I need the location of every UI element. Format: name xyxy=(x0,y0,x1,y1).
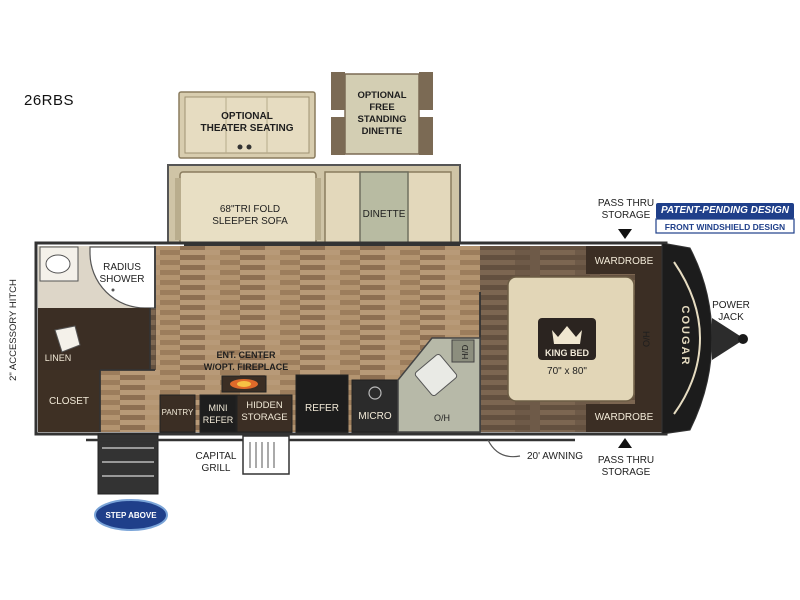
label-wardrobe-top: WARDROBE xyxy=(594,256,654,267)
label-micro: MICRO xyxy=(358,411,392,422)
bedroom xyxy=(507,246,662,432)
label-optional-dinette: OPTIONAL FREE STANDING DINETTE xyxy=(357,90,407,137)
optional-dinette xyxy=(331,72,433,155)
label-dinette: DINETTE xyxy=(362,209,406,220)
entry-steps xyxy=(97,433,159,495)
label-brand: COUGAR xyxy=(679,305,691,367)
label-pass-thru-bottom: PASS THRU STORAGE xyxy=(597,455,655,478)
label-pass-thru-top: PASS THRU STORAGE xyxy=(597,198,655,221)
optional-theater-seating xyxy=(178,91,316,159)
arrow-up-icon xyxy=(618,438,632,448)
label-king-bed: KING BED xyxy=(544,348,589,358)
capital-grill xyxy=(242,435,290,475)
label-patent-line2: FRONT WINDSHIELD DESIGN xyxy=(664,222,786,232)
label-radius-shower: RADIUS SHOWER xyxy=(99,262,145,285)
model-number: 26RBS xyxy=(24,92,75,109)
label-linen: LINEN xyxy=(44,353,72,363)
label-step-above-badge: STEP ABOVE xyxy=(105,511,157,520)
label-oh: O/H xyxy=(433,413,450,423)
label-optional-theater: OPTIONAL THEATER SEATING xyxy=(200,111,294,134)
tongue xyxy=(712,318,748,360)
slide-out xyxy=(167,164,461,246)
label-bed-ho: H/O xyxy=(641,330,651,347)
label-patent-line1: PATENT-PENDING DESIGN xyxy=(661,205,789,216)
label-awning: 20' AWNING xyxy=(527,451,583,462)
label-bed-size: 70" x 80" xyxy=(547,366,587,377)
fireplace xyxy=(221,375,267,393)
step-above-badge xyxy=(94,499,168,531)
label-capital-grill: CAPITAL GRILL xyxy=(195,451,237,474)
label-sofa: 68"TRI FOLD SLEEPER SOFA xyxy=(212,204,288,227)
patent-badge xyxy=(655,203,795,234)
label-closet: CLOSET xyxy=(48,396,89,407)
label-hidden-storage: HIDDEN STORAGE xyxy=(241,400,288,423)
label-hd: H/D xyxy=(460,344,470,360)
label-wardrobe-bottom: WARDROBE xyxy=(594,412,654,423)
label-refer: REFER xyxy=(305,403,339,414)
kitchen-counter xyxy=(159,337,481,433)
label-mini-refer: MINI REFER xyxy=(202,403,234,425)
label-power-jack: POWER JACK xyxy=(712,300,750,323)
label-pantry: PANTRY xyxy=(161,408,194,417)
arrow-down-icon xyxy=(618,229,632,239)
label-accessory-hitch: 2" ACCESSORY HITCH xyxy=(8,279,19,381)
label-ent-center: ENT. CENTER w/OPT. FIREPLACE xyxy=(203,350,289,372)
bathroom xyxy=(38,246,156,432)
